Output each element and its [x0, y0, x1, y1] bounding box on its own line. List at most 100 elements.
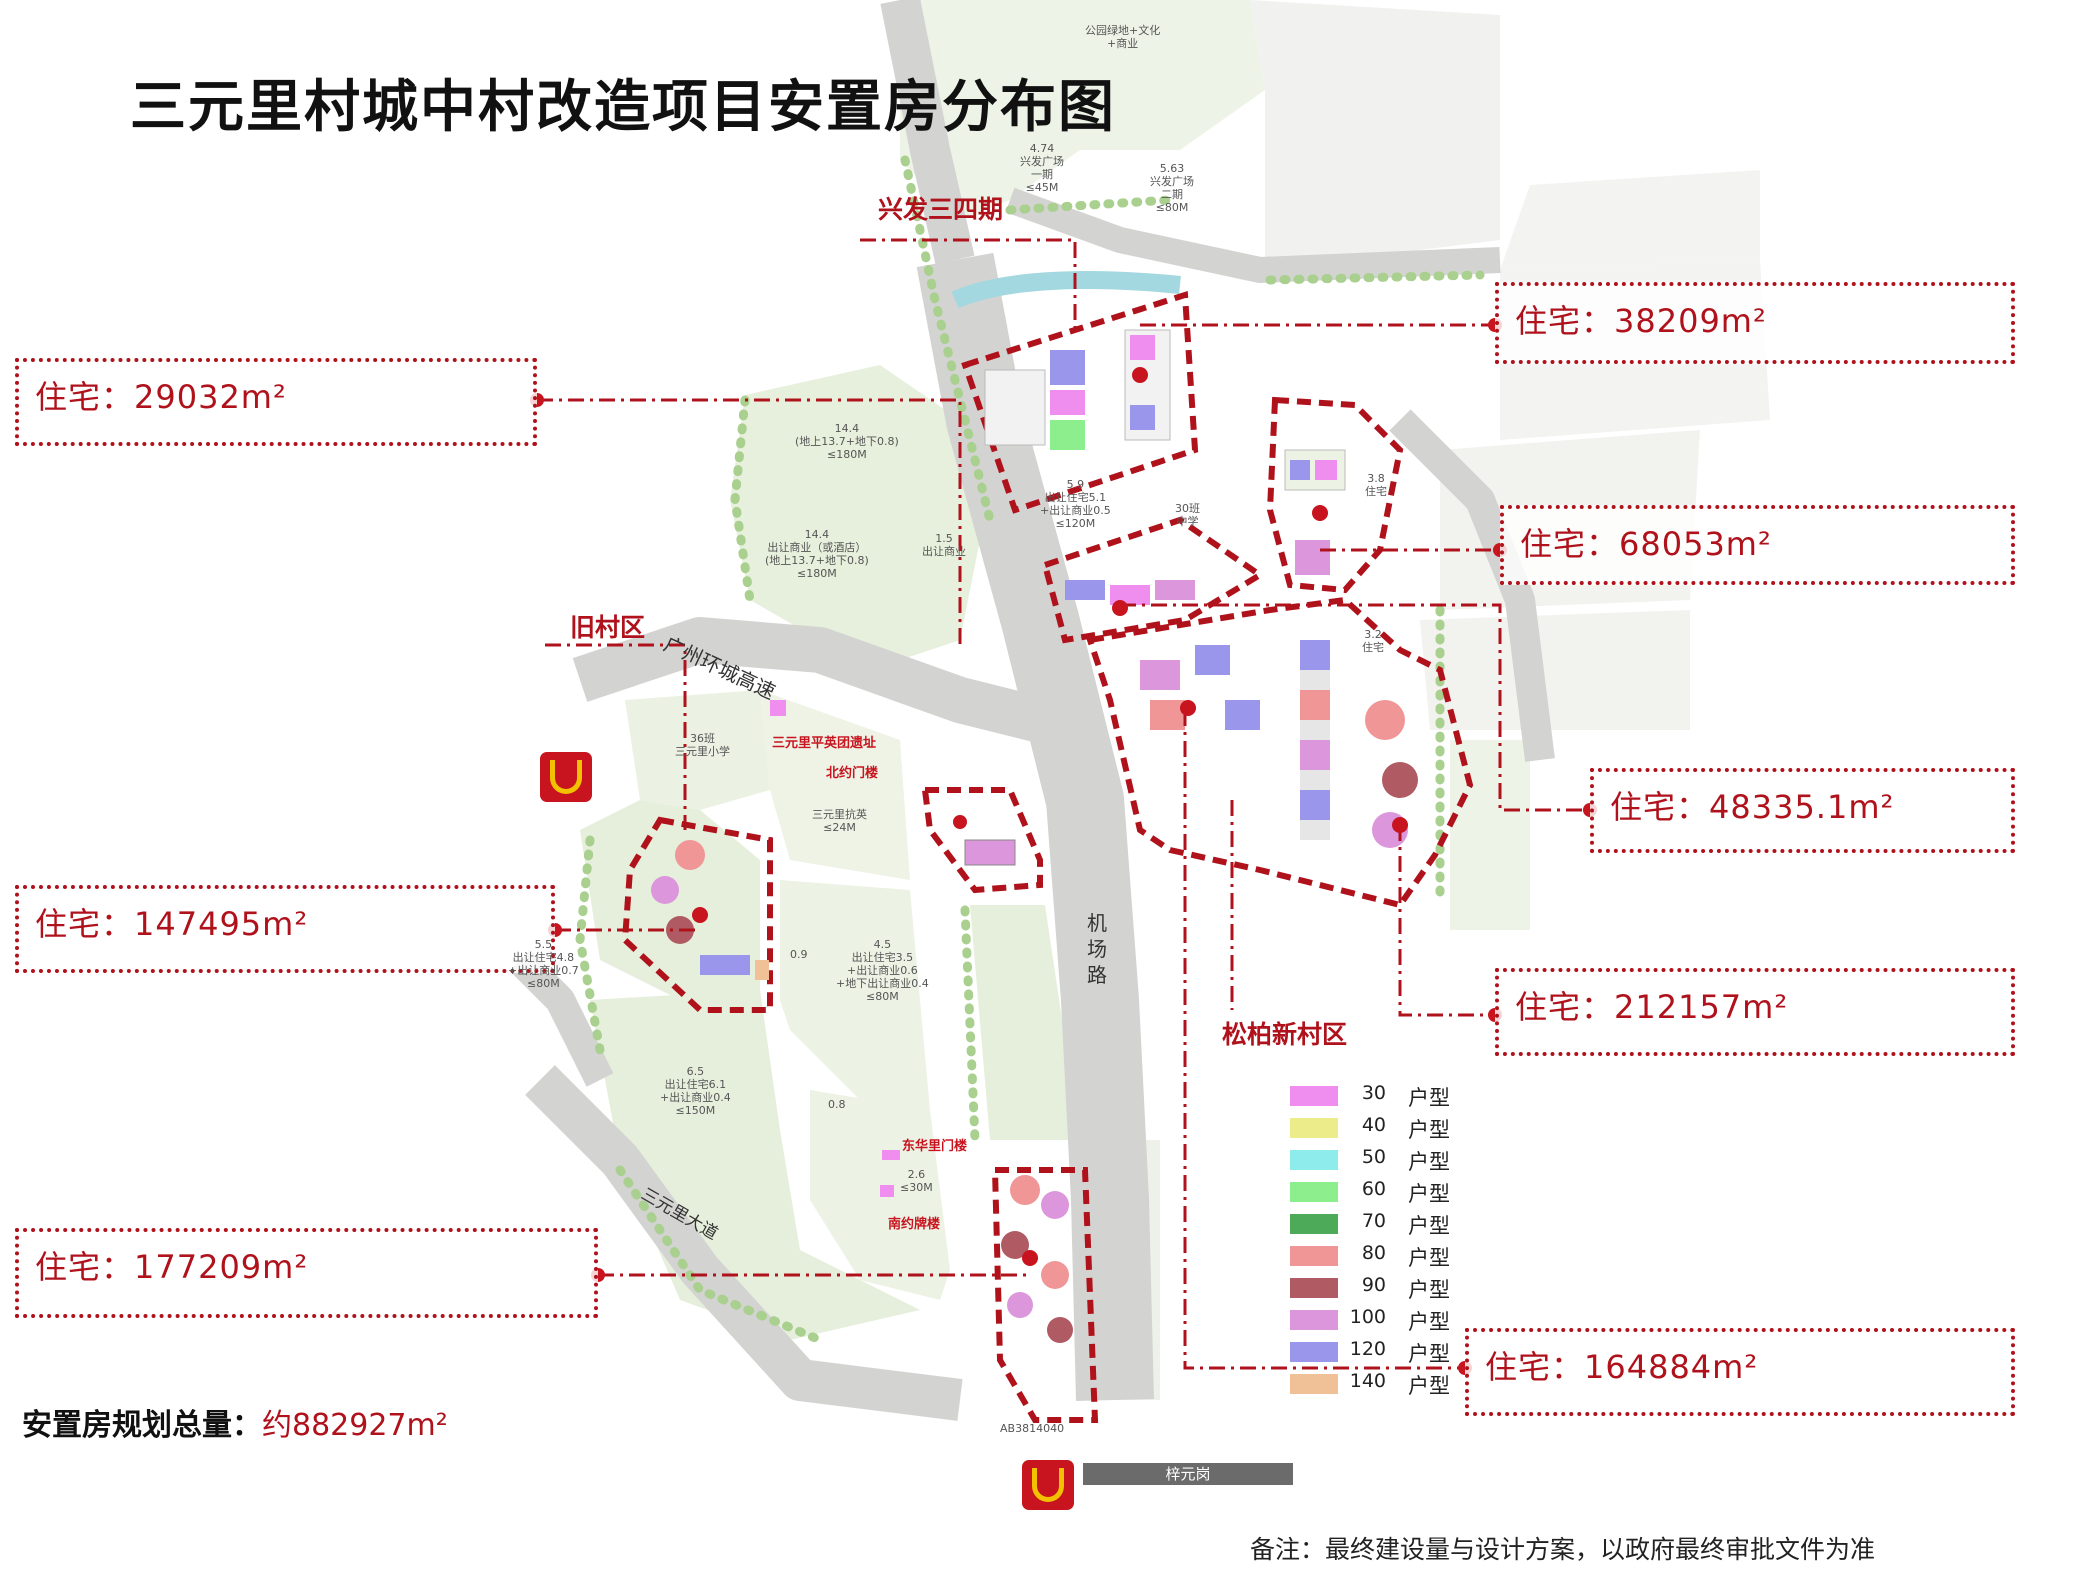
label-plot-55: 5.5 出让住宅4.8 +出让商业0.7 ≤80M — [508, 938, 579, 990]
canal — [951, 271, 1181, 309]
legend-item: 50 户型 — [1290, 1144, 1470, 1176]
legend-number: 90 — [1361, 1274, 1386, 1296]
label-plot-08: 0.8 — [828, 1098, 846, 1111]
legend-swatch — [1290, 1374, 1338, 1394]
callout-147495: 住宅：147495m² — [15, 885, 555, 973]
boundary-block-48335 — [1041, 516, 1266, 644]
legend-unit: 户型 — [1408, 1342, 1450, 1366]
label-plot-09: 0.9 — [790, 948, 808, 961]
callout-text: 住宅：147495m² — [35, 905, 309, 943]
parcel-right-block3 — [1420, 610, 1690, 730]
label-donghua: 东华里门楼 — [902, 1139, 968, 1154]
label-beiyue: 北约门楼 — [826, 766, 879, 781]
cross-road — [1005, 187, 1501, 283]
legend-unit: 户型 — [1408, 1214, 1450, 1238]
label-plot-144a: 14.4 (地上13.7+地下0.8) ≤180M — [795, 422, 899, 461]
district-boundaries — [621, 290, 1474, 1423]
legend-swatch — [1290, 1214, 1338, 1234]
label-old-village: 旧村区 — [570, 613, 646, 642]
label-top-park: 公园绿地+文化 +商业 — [1085, 24, 1161, 50]
label-plot-59: 5.9 出让住宅5.1 +出让商业0.5 ≤120M — [1040, 478, 1111, 530]
callout-38209: 住宅：38209m² — [1495, 282, 2015, 364]
legend-number: 100 — [1349, 1306, 1386, 1328]
label-pingying: 三元里平英团遗址 — [772, 736, 877, 751]
label-plot-144b: 14.4 出让商业（或酒店） (地上13.7+地下0.8) ≤180M — [765, 528, 869, 580]
legend-item: 90 户型 — [1290, 1272, 1470, 1304]
legend-number: 70 — [1361, 1210, 1386, 1232]
label-plot-15: 1.5 出让商业 — [922, 532, 966, 558]
total-planned-area: 安置房规划总量：约882927m² — [22, 1400, 448, 1444]
legend-number: 120 — [1349, 1338, 1386, 1360]
top-road — [880, 0, 975, 265]
parcel-right-far — [1500, 170, 1760, 270]
label-school-36: 36班 三元里小学 — [675, 732, 730, 758]
legend-unit: 户型 — [1408, 1182, 1450, 1206]
legend-number: 40 — [1361, 1114, 1386, 1136]
legend-number: 30 — [1361, 1082, 1386, 1104]
left-edge-road — [509, 949, 614, 1087]
legend-unit: 户型 — [1408, 1278, 1450, 1302]
callout-text: 住宅：164884m² — [1485, 1348, 1759, 1386]
leader-old-village — [545, 643, 687, 830]
legend-item: 60 户型 — [1290, 1176, 1470, 1208]
legend-swatch — [1290, 1150, 1338, 1170]
legend-swatch — [1290, 1118, 1338, 1138]
parcel-school — [625, 690, 770, 810]
label-nanyue: 南约牌楼 — [888, 1217, 941, 1232]
parcel-mid — [780, 880, 930, 1110]
total-label: 安置房规划总量： — [22, 1408, 262, 1443]
legend-unit: 户型 — [1408, 1310, 1450, 1334]
leader-lines — [537, 238, 1590, 1370]
label-plot-38: 3.8 住宅 — [1365, 472, 1387, 498]
legend-unit: 户型 — [1408, 1150, 1450, 1174]
legend-item: 120 户型 — [1290, 1336, 1470, 1368]
leader-164884 — [1183, 710, 1465, 1370]
label-plot-563: 5.63 兴发广场 二期 ≤80M — [1150, 162, 1194, 214]
legend-item: 70 户型 — [1290, 1208, 1470, 1240]
station-label: 梓元岗 — [1083, 1463, 1293, 1485]
legend-swatch — [1290, 1310, 1338, 1330]
boundary-block-68053 — [1266, 396, 1404, 594]
boundary-south — [991, 1167, 1099, 1423]
legend-swatch — [1290, 1182, 1338, 1202]
page-title: 三元里村城中村改造项目安置房分布图 — [130, 75, 1116, 140]
legend-number: 50 — [1361, 1146, 1386, 1168]
building-clusters — [651, 329, 1418, 1343]
parcel-right-block4 — [1450, 740, 1530, 930]
leader-48335 — [1120, 603, 1590, 812]
total-value: 约882927m² — [262, 1408, 448, 1443]
parcel-top-park — [900, 0, 1265, 220]
leader-xingfa — [860, 238, 1077, 335]
footnote: 备注：最终建设量与设计方案，以政府最终审批文件为准 — [1250, 1535, 1876, 1564]
legend-unit: 户型 — [1408, 1374, 1450, 1398]
callout-68053: 住宅：68053m² — [1500, 505, 2015, 585]
leader-29032 — [537, 398, 962, 650]
metro-station-icon — [1022, 1460, 1074, 1510]
callout-text: 住宅：177209m² — [35, 1248, 309, 1286]
legend-item: 100 户型 — [1290, 1304, 1470, 1336]
legend-number: 60 — [1361, 1178, 1386, 1200]
callout-177209: 住宅：177209m² — [15, 1228, 598, 1318]
legend-unit: 户型 — [1408, 1246, 1450, 1270]
callout-29032: 住宅：29032m² — [15, 358, 537, 446]
leader-212157 — [1398, 825, 1495, 1017]
sanyuanli-road — [525, 1065, 963, 1421]
tree-rows — [575, 155, 1485, 1345]
legend-swatch — [1290, 1278, 1338, 1298]
parcel-left-bowl — [730, 365, 980, 660]
legend-swatch — [1290, 1246, 1338, 1266]
label-plot-30: 30班 中学 — [1175, 502, 1200, 528]
label-plot-26: 2.6 ≤30M — [900, 1168, 933, 1194]
boundary-songbai — [1086, 596, 1474, 909]
callout-text: 住宅：48335.1m² — [1610, 788, 1895, 826]
boundary-xingfa — [961, 290, 1199, 514]
label-plot-45: 4.5 出让住宅3.5 +出让商业0.6 +地下出让商业0.4 ≤80M — [836, 938, 929, 1003]
label-museum: 三元里抗英 ≤24M — [812, 808, 867, 834]
callout-text: 住宅：68053m² — [1520, 525, 1772, 563]
ring-expressway-road — [572, 617, 1046, 743]
metro-station-icon — [540, 752, 592, 802]
